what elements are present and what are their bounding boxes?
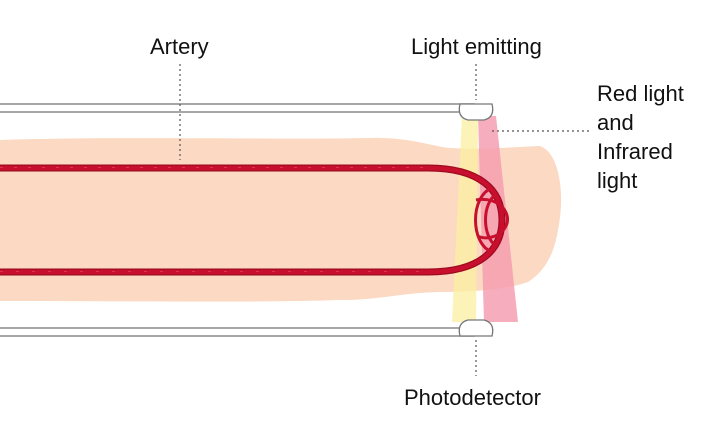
artery: [0, 164, 509, 276]
finger: [0, 137, 562, 302]
photodetector-pad: [458, 319, 494, 337]
clip-upper-arm: [0, 103, 475, 113]
red-light-beam: [478, 116, 518, 322]
photodetector-label: Photodetector: [404, 385, 541, 410]
light-emitter-pad: [458, 103, 494, 121]
clip-lower-arm: [0, 327, 475, 337]
light-emitting-label: Light emitting: [411, 34, 542, 59]
artery-label: Artery: [150, 34, 209, 59]
red-infrared-light-label: Red light and Infrared light: [597, 81, 684, 193]
